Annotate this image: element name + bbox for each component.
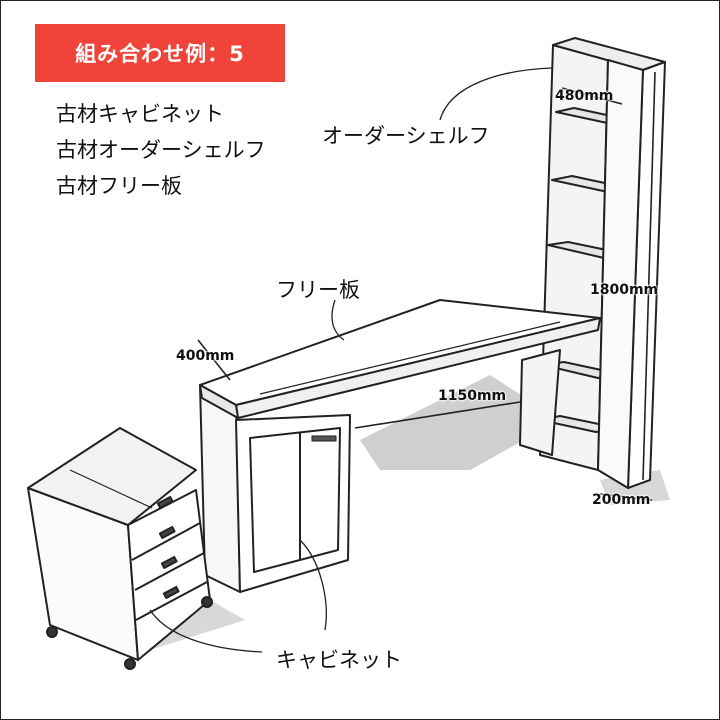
cabinet-label: キャビネット (276, 648, 402, 672)
board-depth-dim: 400mm (176, 348, 235, 364)
shelf-label: オーダーシェルフ (322, 124, 490, 148)
shelf-height-dim: 1800mm (590, 282, 659, 298)
desk-shadow (360, 375, 560, 470)
desk-handle (311, 435, 337, 442)
shelf-width-dim: 200mm (592, 492, 651, 508)
list-item: 古材フリー板 (56, 174, 182, 198)
list-item: 古材キャビネット (56, 102, 224, 126)
list-item: 古材オーダーシェルフ (56, 138, 266, 162)
cabinet-wheels (46, 596, 213, 670)
free-board-side (199, 384, 239, 419)
example-badge: 組み合わせ例：5 (35, 24, 285, 82)
cabinet-handles (156, 495, 180, 599)
board-label: フリー板 (276, 278, 360, 302)
desk-right-support (519, 349, 561, 456)
item-list: 古材キャビネット 古材オーダーシェルフ 古材フリー板 (56, 96, 266, 204)
cabinet-top (27, 427, 197, 526)
desk-base-door (249, 427, 341, 573)
shelf-depth-dim: 480mm (555, 88, 614, 104)
shelf-front-edge (597, 59, 644, 489)
leader-lines (149, 67, 553, 653)
board-length-dim: 1150mm (438, 388, 507, 404)
dimension-lines (197, 71, 656, 501)
